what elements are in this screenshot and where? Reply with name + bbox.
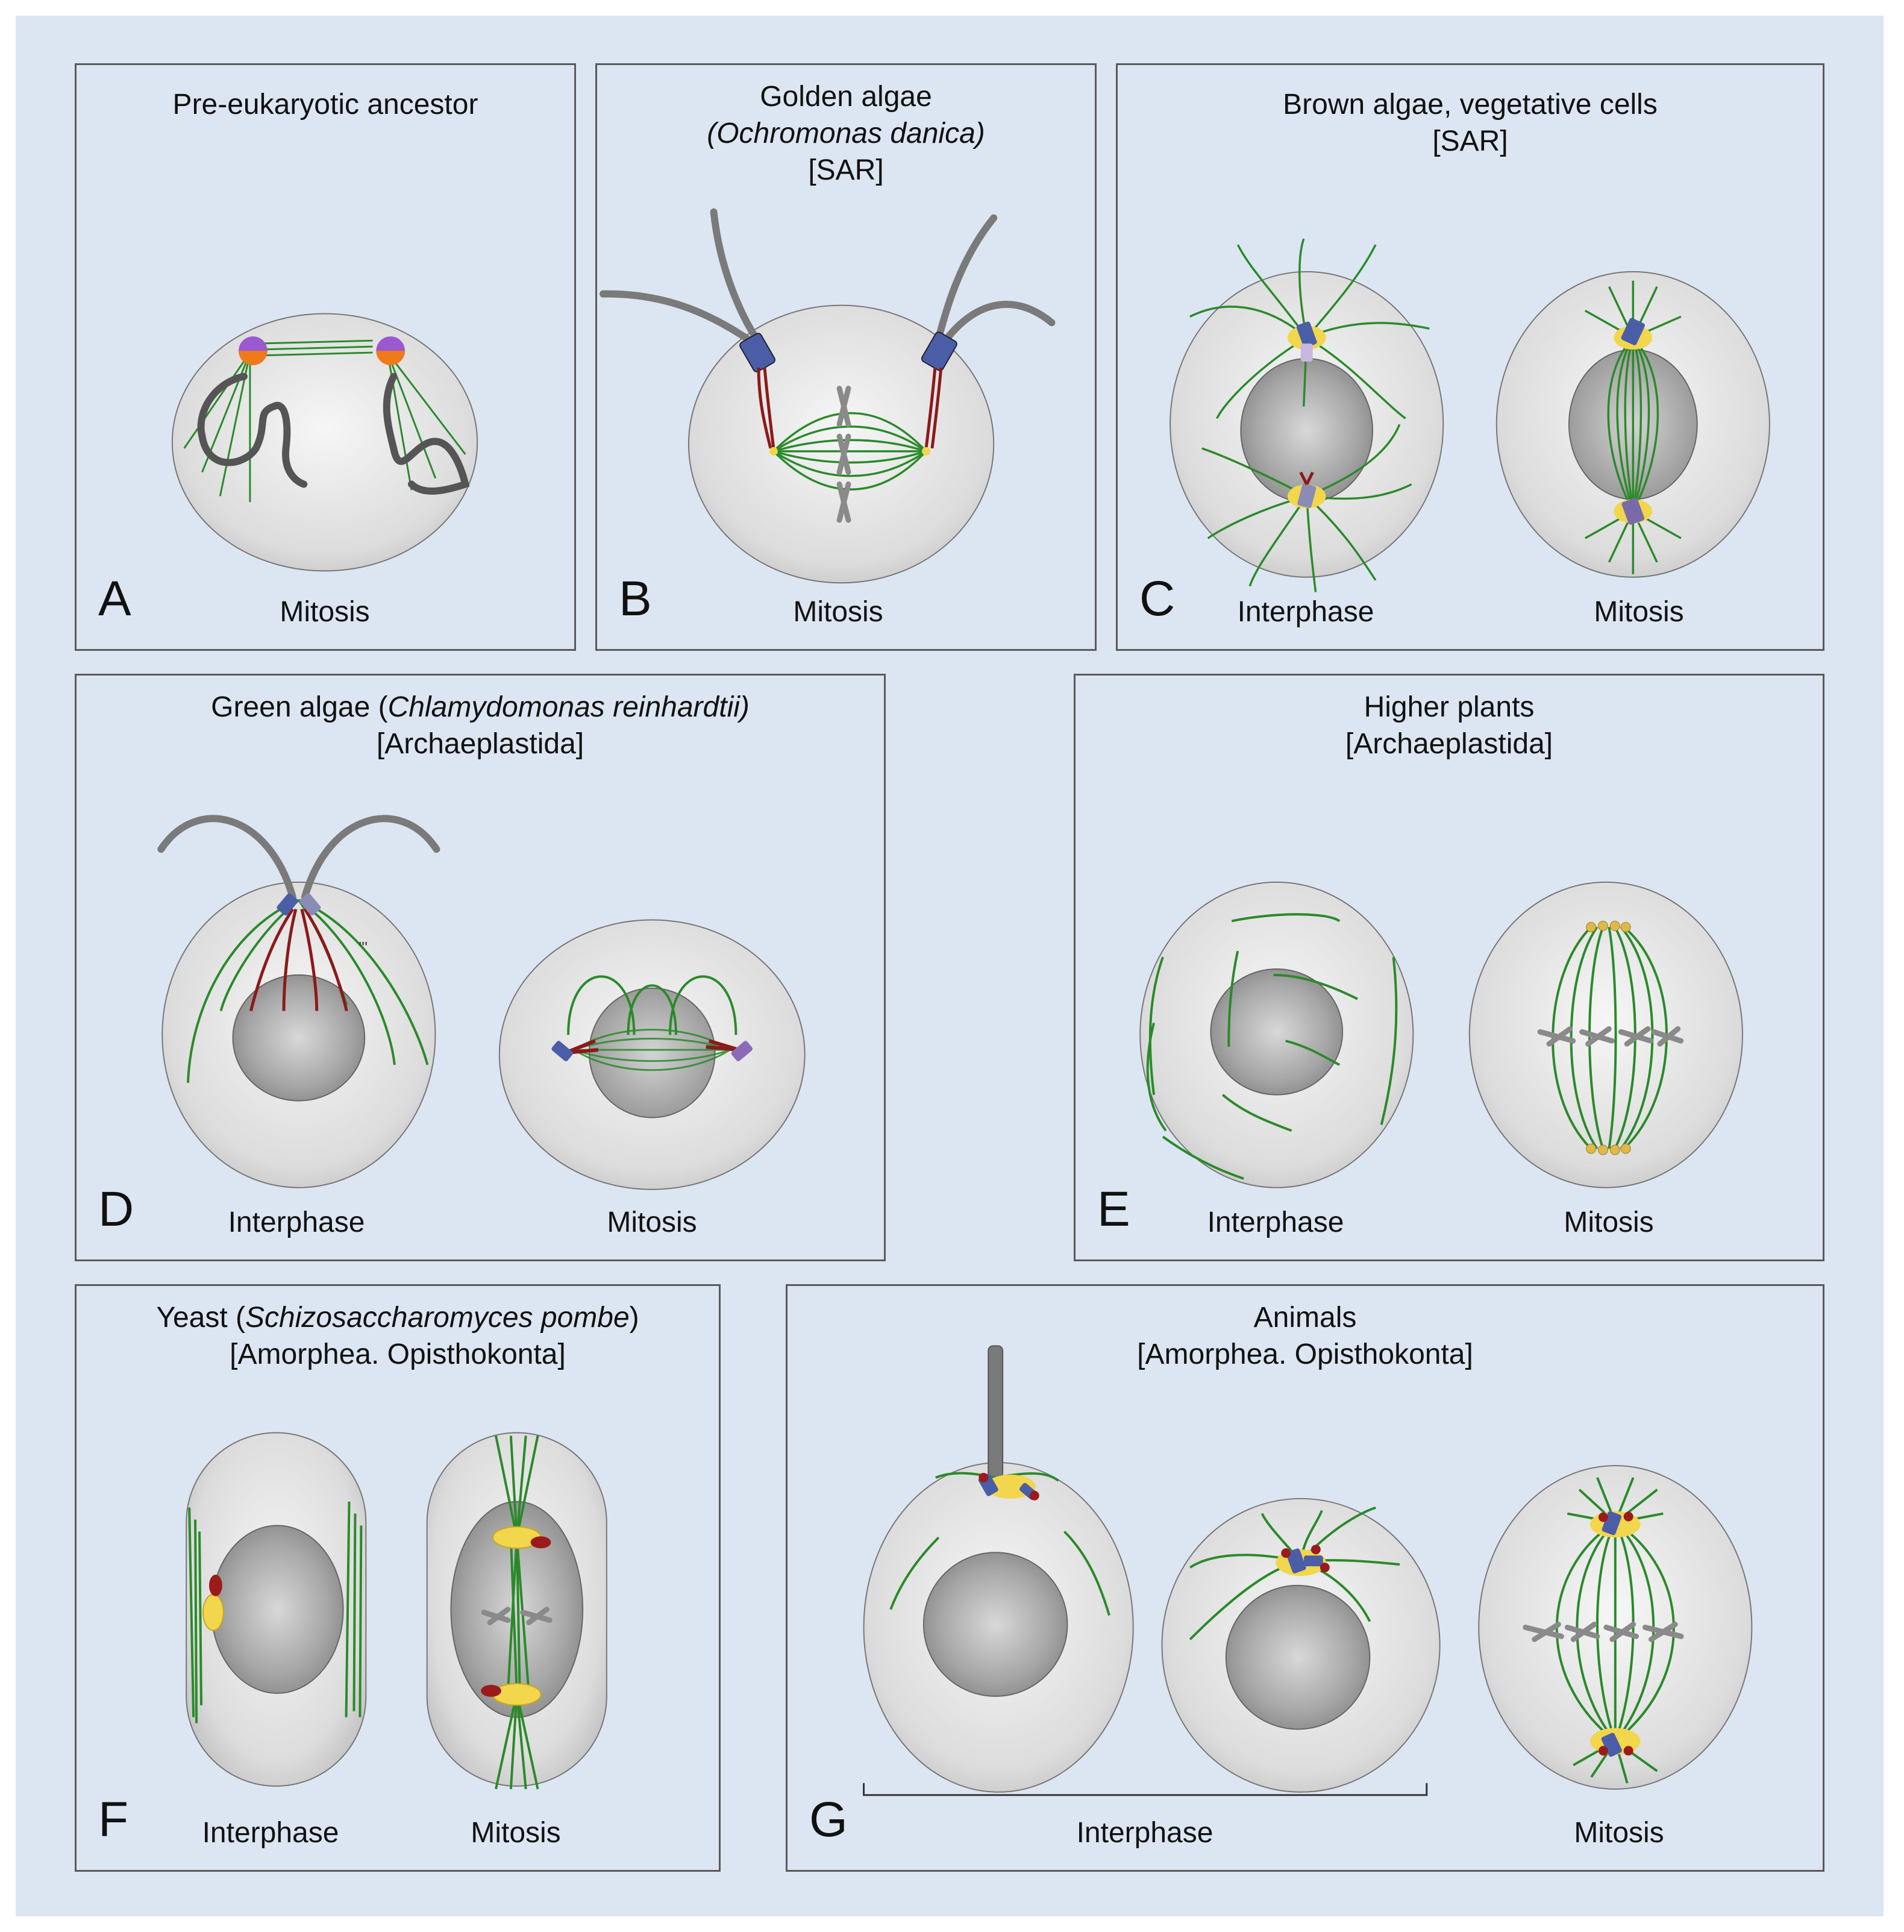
panel-b-diagram bbox=[599, 208, 1056, 584]
chromosome-right bbox=[383, 372, 470, 495]
panel-c-caption-interphase: Interphase bbox=[1237, 596, 1374, 628]
panel-f-title-plain: Yeast ( bbox=[156, 1302, 246, 1334]
mitosis-cell bbox=[1468, 881, 1743, 1188]
panel-a-title: Pre-eukaryotic ancestor bbox=[172, 89, 478, 121]
chromosome-plate bbox=[1523, 1622, 1684, 1642]
panel-b-title-line2: (Ochromonas danica) bbox=[707, 118, 985, 149]
chromosome-left bbox=[197, 372, 308, 488]
panel-e: Higher plants [Archaeplastida] E Interph… bbox=[1074, 674, 1824, 1261]
flagellum-left-1 bbox=[599, 290, 763, 351]
panel-b-caption-mitosis: Mitosis bbox=[793, 596, 883, 628]
flagellum-left-2 bbox=[710, 208, 765, 351]
panel-d-caption-interphase: Interphase bbox=[228, 1206, 365, 1238]
panel-e-caption-interphase: Interphase bbox=[1207, 1206, 1344, 1238]
membrane-anchor-left bbox=[239, 336, 268, 365]
panel-d-title-line2: [Archaeplastida] bbox=[376, 728, 584, 760]
panel-c-title-line1: Brown algae, vegetative cells bbox=[1283, 89, 1658, 121]
panel-e-diagram bbox=[1139, 881, 1743, 1188]
panel-b-title-line3: [SAR] bbox=[808, 154, 884, 186]
panel-c-letter: C bbox=[1139, 571, 1176, 626]
primary-cilium bbox=[988, 1345, 1004, 1479]
spindle-pole-bottom bbox=[1590, 1728, 1641, 1757]
panel-e-title-line2: [Archaeplastida] bbox=[1345, 728, 1553, 760]
panel-g-caption-interphase: Interphase bbox=[1076, 1817, 1213, 1849]
spb-mitosis-bottom bbox=[481, 1683, 542, 1706]
spindle-pole-bottom bbox=[1614, 498, 1653, 525]
panel-d-letter: D bbox=[98, 1182, 134, 1237]
panel-f-caption-interphase: Interphase bbox=[202, 1817, 339, 1849]
panel-g: Animals [Amorphea. Opisthokonta] bbox=[786, 1284, 1824, 1872]
panel-d: Green algae (Chlamydomonas reinhardtii) … bbox=[75, 674, 886, 1261]
flagellum-left bbox=[157, 815, 296, 901]
spb-mitosis-top bbox=[492, 1526, 551, 1549]
flagellum-right-1 bbox=[934, 214, 998, 345]
panel-f-diagram bbox=[186, 1432, 607, 1790]
interphase-nucleus bbox=[1240, 357, 1373, 503]
panel-e-title-line1: Higher plants bbox=[1364, 691, 1535, 723]
interphase-nucleus bbox=[210, 1525, 344, 1694]
basal-body-left bbox=[739, 333, 775, 372]
panel-g-diagram bbox=[863, 1345, 1753, 1796]
panel-d-title-line1: Green algae (Chlamydomonas reinhardtii) bbox=[77, 689, 884, 726]
interphase-nucleus bbox=[232, 974, 366, 1102]
panel-g-caption-mitosis: Mitosis bbox=[1574, 1817, 1664, 1849]
panel-f-title-line1: Yeast (Schizosaccharomyces pombe) bbox=[77, 1299, 719, 1336]
mitosis-nucleus bbox=[588, 987, 716, 1118]
panel-c-caption-mitosis: Mitosis bbox=[1594, 596, 1684, 628]
panel-c: Brown algae, vegetative cells [SAR] C In… bbox=[1116, 63, 1824, 651]
spindle-pole-top bbox=[1590, 1511, 1641, 1538]
panel-g-title-line1: Animals bbox=[1253, 1302, 1357, 1334]
chromosome-plate bbox=[1537, 1026, 1684, 1047]
panel-b: Golden algae (Ochromonas danica) [SAR] bbox=[595, 63, 1097, 651]
panel-a-diagram bbox=[171, 313, 478, 572]
basal-body-cilium bbox=[978, 1473, 1039, 1501]
chromosomes bbox=[836, 386, 851, 523]
centrosome-bottom bbox=[1287, 471, 1326, 509]
panel-a: Pre-eukaryotic ancestor A Mitosis bbox=[75, 63, 576, 651]
tick-marks: ''' bbox=[359, 939, 368, 956]
basal-body-right bbox=[921, 331, 957, 371]
spb-interphase bbox=[202, 1575, 224, 1631]
polar-caps bbox=[1586, 920, 1631, 1155]
spindle-pole-top bbox=[1614, 318, 1653, 350]
panel-f-title-italic: Schizosaccharomyces pombe bbox=[245, 1302, 630, 1334]
panel-d-diagram: ''' bbox=[157, 815, 806, 1190]
panel-d-title-plain: Green algae ( bbox=[211, 691, 388, 723]
panel-a-letter: A bbox=[98, 571, 131, 626]
panel-f: Yeast (Schizosaccharomyces pombe) [Amorp… bbox=[75, 1284, 721, 1872]
panel-d-title-italic: Chlamydomonas reinhardtii) bbox=[387, 691, 750, 723]
centrosome-interphase bbox=[1276, 1545, 1330, 1576]
mitosis-basal-left bbox=[551, 1041, 573, 1061]
panel-e-caption-mitosis: Mitosis bbox=[1564, 1206, 1654, 1238]
centrosome-top bbox=[1287, 321, 1326, 362]
flagellum-right bbox=[301, 815, 440, 901]
panel-c-title-line2: [SAR] bbox=[1432, 125, 1508, 157]
chromosomes bbox=[481, 1607, 553, 1626]
membrane-anchor-right bbox=[376, 336, 406, 365]
panel-f-caption-mitosis: Mitosis bbox=[471, 1817, 561, 1849]
cell-body bbox=[171, 313, 478, 572]
panel-g-letter: G bbox=[809, 1792, 848, 1847]
basal-bodies bbox=[277, 893, 321, 915]
mitosis-nucleus bbox=[450, 1501, 584, 1718]
interphase-nucleus-2 bbox=[1225, 1584, 1371, 1730]
panel-f-title-end: ) bbox=[629, 1302, 639, 1334]
interphase-nucleus-1 bbox=[922, 1552, 1068, 1697]
panel-f-title-line2: [Amorphea. Opisthokonta] bbox=[230, 1338, 566, 1370]
panel-g-title-line2: [Amorphea. Opisthokonta] bbox=[1137, 1338, 1473, 1370]
panel-e-letter: E bbox=[1097, 1182, 1130, 1237]
panel-f-letter: F bbox=[98, 1792, 129, 1847]
panel-d-caption-mitosis: Mitosis bbox=[607, 1206, 697, 1238]
interphase-nucleus bbox=[1210, 968, 1344, 1096]
interphase-bracket bbox=[863, 1783, 1428, 1796]
panel-c-diagram bbox=[1170, 238, 1770, 592]
mitosis-basal-right bbox=[731, 1041, 753, 1061]
panel-b-title-line1: Golden algae bbox=[760, 81, 932, 113]
flagellum-right-2 bbox=[937, 301, 1056, 351]
panel-a-caption-mitosis: Mitosis bbox=[280, 596, 370, 628]
panel-b-letter: B bbox=[619, 571, 652, 626]
